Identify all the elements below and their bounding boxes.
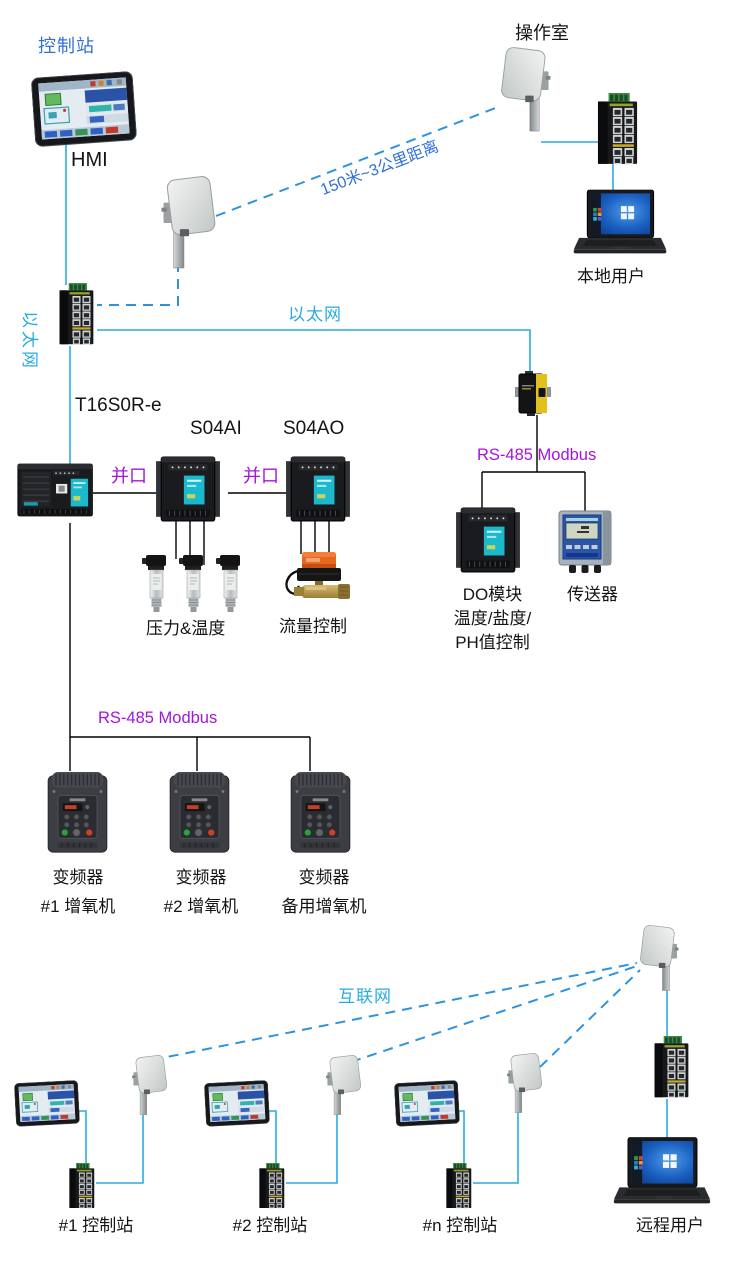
laptop-remote-user xyxy=(610,1136,714,1216)
transmitter-meter xyxy=(556,509,620,575)
wireless-antenna-feed xyxy=(97,262,179,306)
wireless-link-stn xyxy=(539,969,641,1068)
label-s04ai: S04AI xyxy=(190,418,242,439)
vfd-drive-1 xyxy=(46,770,109,856)
label-station-n: #n 控制站 xyxy=(422,1216,498,1235)
plc-t16s0r-e xyxy=(17,456,95,524)
label-flow-control: 流量控制 xyxy=(279,617,347,636)
label-do-module: DO模块 温度/盐度/ PH值控制 xyxy=(425,583,560,655)
wire-st1-antenna-to-switch xyxy=(96,1114,144,1184)
label-do-module-line2: 温度/盐度/ xyxy=(453,609,532,628)
wireless-antenna-oproom xyxy=(500,46,556,134)
wire-st2-antenna-to-switch xyxy=(286,1114,338,1184)
antenna-station-2 xyxy=(322,1055,362,1116)
label-parallel-port-2: 并口 xyxy=(243,466,279,486)
module-s04ao xyxy=(286,455,350,523)
label-station-1: #1 控制站 xyxy=(58,1216,134,1235)
laptop-local-user xyxy=(570,188,670,266)
antenna-station-1 xyxy=(128,1055,168,1116)
label-remote-user: 远程用户 xyxy=(636,1216,704,1235)
label-do-module-line3: PH值控制 xyxy=(455,633,530,652)
ethernet-switch-remote xyxy=(648,1036,694,1100)
label-s04ao: S04AO xyxy=(283,418,345,439)
label-hmi: HMI xyxy=(71,149,108,171)
switch-station-n xyxy=(443,1163,474,1210)
label-vfd-1-name: 变频器 xyxy=(52,868,104,887)
label-station-2: #2 控制站 xyxy=(232,1216,308,1235)
label-ethernet-horizontal: 以太网 xyxy=(288,305,342,324)
switch-station-2 xyxy=(256,1163,287,1210)
vfd-drive-2 xyxy=(168,770,231,856)
label-control-station: 控制站 xyxy=(38,36,95,56)
label-operation-room: 操作室 xyxy=(515,23,569,43)
serial-converter xyxy=(514,371,552,416)
label-vfd-2-name: 变频器 xyxy=(175,868,227,887)
label-local-user: 本地用户 xyxy=(577,267,645,286)
pressure-sensor-3 xyxy=(216,555,246,613)
label-vfd-2: 变频器 #2 增氧机 xyxy=(137,863,265,921)
label-transmitter: 传送器 xyxy=(567,585,618,604)
ethernet-switch-main xyxy=(55,283,97,347)
label-vfd-1: 变频器 #1 增氧机 xyxy=(14,863,142,921)
pressure-sensor-2 xyxy=(179,555,209,613)
wire-st1-hmi-to-switch xyxy=(78,1110,87,1164)
hmi-station-1 xyxy=(14,1077,81,1130)
wire-stn-antenna-to-switch xyxy=(473,1112,519,1184)
hmi-station-2 xyxy=(204,1077,271,1130)
ethernet-switch-oproom xyxy=(592,93,642,167)
wireless-antenna-field xyxy=(155,176,217,270)
do-module xyxy=(456,506,520,574)
label-vfd-1-machine: #1 增氧机 xyxy=(40,897,116,916)
label-internet: 互联网 xyxy=(338,987,392,1006)
wireless-link-st1 xyxy=(151,962,638,1061)
module-s04ai xyxy=(156,455,220,523)
wireless-antenna-internet xyxy=(639,925,683,992)
label-do-module-line1: DO模块 xyxy=(462,585,523,604)
vfd-drive-3 xyxy=(289,770,352,856)
wireless-link-main xyxy=(215,106,499,217)
label-plc-model: T16S0R-e xyxy=(75,395,162,416)
label-rs485-left: RS-485 Modbus xyxy=(98,709,218,727)
flow-control-valve xyxy=(282,551,352,613)
label-vfd-2-machine: #2 增氧机 xyxy=(163,897,239,916)
label-vfd-3-name: 变频器 xyxy=(298,868,350,887)
wire-ethernet-main xyxy=(97,329,531,372)
label-vfd-3: 变频器 备用增氧机 xyxy=(257,863,391,921)
hmi-station-n xyxy=(394,1077,461,1130)
label-ethernet-vertical: 以太网 xyxy=(20,311,39,371)
label-parallel-port-1: 并口 xyxy=(111,466,147,486)
hmi-touch-panel xyxy=(31,71,138,150)
antenna-station-n xyxy=(503,1053,543,1114)
label-pressure-temp: 压力&温度 xyxy=(146,619,226,638)
switch-station-1 xyxy=(66,1163,97,1210)
wire-st2-hmi-to-switch xyxy=(268,1110,277,1164)
pressure-sensor-1 xyxy=(142,555,172,613)
label-vfd-3-machine: 备用增氧机 xyxy=(281,897,367,916)
label-rs485-right: RS-485 Modbus xyxy=(477,446,597,464)
